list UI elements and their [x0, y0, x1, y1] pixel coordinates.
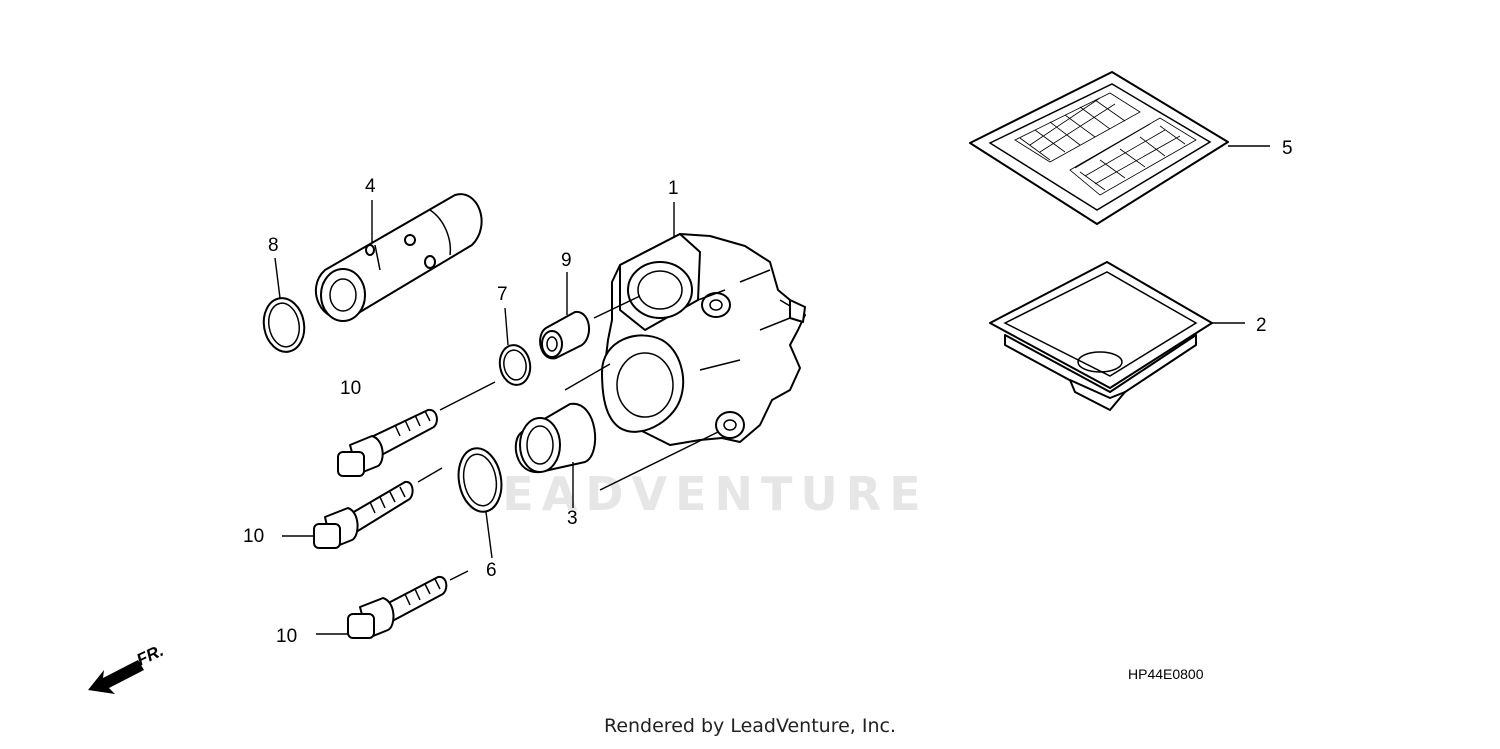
- part-bolt-middle: [313, 480, 414, 549]
- callout-3: 3: [567, 508, 578, 529]
- callout-4: 4: [365, 176, 376, 197]
- footer-credit: Rendered by LeadVenture, Inc.: [603, 715, 897, 737]
- callout-10-middle: 10: [243, 526, 264, 547]
- callout-10-upper: 10: [340, 378, 361, 399]
- callout-6: 6: [486, 560, 497, 581]
- callout-5: 5: [1282, 138, 1293, 159]
- part-strainer-cup: [989, 261, 1213, 411]
- callout-10-lower: 10: [276, 626, 297, 647]
- part-collar: [514, 402, 597, 474]
- part-filter-screen: [969, 71, 1229, 225]
- diagram-code: HP44E0800: [1128, 666, 1204, 682]
- part-bolt-lower: [347, 575, 448, 639]
- part-relief-sleeve: [314, 193, 483, 322]
- callout-8: 8: [268, 235, 279, 256]
- part-pump-body: [601, 233, 806, 446]
- part-bolt-upper: [337, 408, 438, 477]
- callout-7: 7: [497, 284, 508, 305]
- part-o-ring-7: [498, 344, 532, 386]
- part-dowel-pin: [539, 310, 591, 360]
- callout-2: 2: [1256, 315, 1267, 336]
- callout-9: 9: [561, 250, 572, 271]
- leader-lines: [274, 145, 1270, 635]
- front-arrow-icon: FR.: [88, 641, 167, 694]
- callout-1: 1: [668, 178, 679, 199]
- watermark-text: LEADVENTURE: [465, 467, 929, 521]
